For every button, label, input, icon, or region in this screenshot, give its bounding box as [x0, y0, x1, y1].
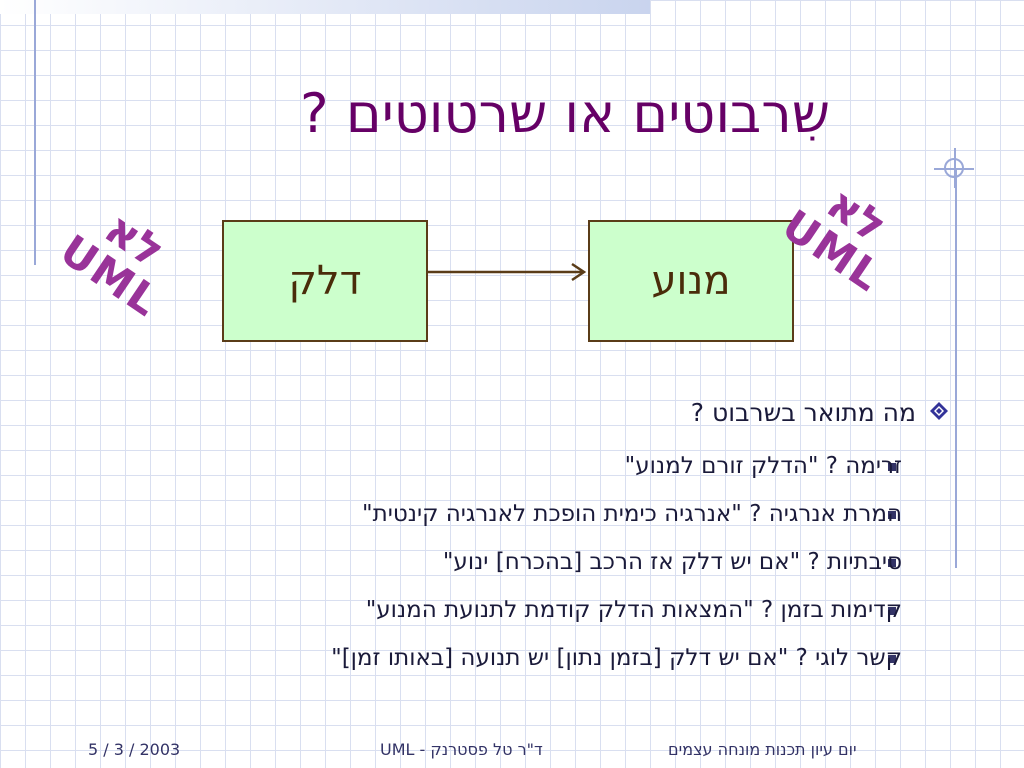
footer-event: יום עיון תכנות מונחה עצמים — [668, 740, 857, 759]
right-guide-line — [955, 168, 957, 568]
left-guide-line — [34, 0, 36, 265]
square-bullet-icon — [888, 655, 896, 663]
engine-box: מנוע — [588, 220, 794, 342]
bullet-item: המרת אנרגיה ? "אנרגיה כימית הופכת לאנרגי… — [362, 501, 902, 527]
bullet-list: זרימה ? "הדלק זורם למנוע" המרת אנרגיה ? … — [331, 450, 902, 690]
footer-date: 5 / 3 / 2003 — [88, 740, 181, 759]
diamond-bullet-icon — [930, 402, 948, 420]
square-bullet-icon — [888, 463, 896, 471]
bullet-item: זרימה ? "הדלק זורם למנוע" — [624, 453, 902, 479]
square-bullet-icon — [888, 559, 896, 567]
not-uml-stamp-left: לא UML — [52, 192, 191, 327]
slide-title: שִרבוטים או שרטוטים ? — [300, 82, 830, 145]
fuel-box: דלק — [222, 220, 428, 342]
question-heading: מה מתואר בשרבוט ? — [690, 398, 916, 427]
crosshair-circle-icon — [934, 148, 974, 188]
square-bullet-icon — [888, 511, 896, 519]
footer-author: ד"ר טל פסטרנק - UML — [380, 740, 543, 759]
flow-arrow — [428, 262, 587, 282]
top-gradient-bar — [0, 0, 650, 14]
bullet-item: קדימות בזמן ? "המצאות הדלק קודמת לתנועת … — [365, 597, 902, 623]
square-bullet-icon — [888, 607, 896, 615]
bullet-item: קשר לוגי ? "אם יש דלק [בזמן נתון] יש תנו… — [331, 645, 902, 671]
not-uml-stamp-right: לא UML — [774, 167, 913, 302]
bullet-item: סיבתיות ? "אם יש דלק אז הרכב [בהכרח] ינו… — [442, 549, 902, 575]
